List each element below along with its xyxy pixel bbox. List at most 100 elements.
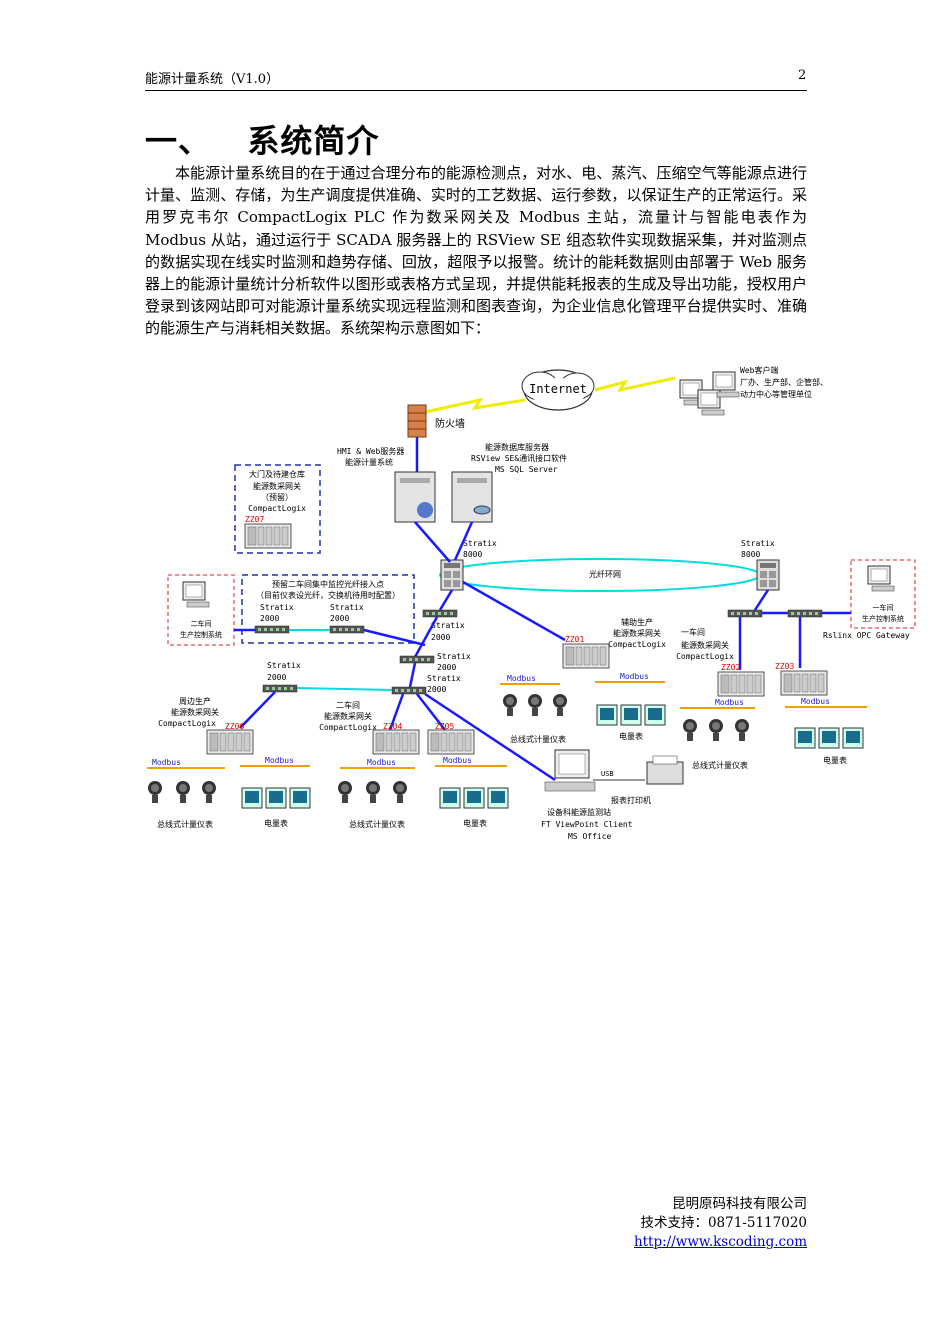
workshop2-control-label: 二车间 xyxy=(191,619,212,628)
web-clients-label: Web客户端 xyxy=(740,365,778,375)
stratix2000-left-label: Stratix xyxy=(267,661,301,670)
power-meter-ws1-2 xyxy=(818,727,840,749)
stratix2000-reserved-b xyxy=(329,625,365,634)
left-fiber-link xyxy=(296,687,393,691)
periph-gateway-label: 周边生产 xyxy=(179,696,211,706)
zz04-controller xyxy=(372,729,420,755)
power-meter-ws1-3 xyxy=(842,727,864,749)
zz01-label: ZZ01 xyxy=(565,635,584,644)
flow-meter-ws1-label: 总线式计量仪表 xyxy=(692,760,748,770)
reserved-gateway-label: 大门及待建仓库 xyxy=(249,469,305,479)
zz06-label: ZZ06 xyxy=(225,722,244,731)
section-heading: 一、 系统简介 xyxy=(145,122,380,160)
zz06-link xyxy=(239,691,276,729)
reserved-fiber-note: （目前仪表设光纤，交换机待用时配置） xyxy=(256,590,400,600)
reserved-gateway-type: 能源数采网关 xyxy=(253,481,301,491)
reserved-fiber-box xyxy=(241,574,415,644)
reserved-gateway-model: CompactLogix xyxy=(248,504,306,513)
zz02-controller xyxy=(717,671,765,697)
zz05-link xyxy=(416,693,446,731)
zz04-label: ZZ04 xyxy=(383,722,402,731)
zz07-label: ZZ07 xyxy=(245,515,264,524)
ws2-gateway-model: CompactLogix xyxy=(319,723,377,732)
page-number: 2 xyxy=(798,68,807,83)
db-server-software: RSView SE&通讯接口软件 xyxy=(471,453,567,463)
zz01-link xyxy=(462,580,566,642)
power-meter-periph-label: 电量表 xyxy=(264,818,288,828)
mid-lower-link xyxy=(408,662,417,688)
stratix2000-label-a: Stratix xyxy=(260,603,294,612)
stratix2000-mid-b-label: Stratix xyxy=(437,652,471,661)
periph-gateway-model: CompactLogix xyxy=(158,719,216,728)
power-meter-ws2-label: 电量表 xyxy=(463,818,487,828)
modbus-label-ws2-a: Modbus xyxy=(367,758,396,767)
zz03-label: ZZ03 xyxy=(775,662,794,671)
stratix2000-reserved-a xyxy=(254,625,290,634)
server-link-db xyxy=(453,521,474,561)
db-server-sql: MS SQL Server xyxy=(495,465,558,474)
printer-icon xyxy=(646,755,684,785)
station-link xyxy=(424,692,556,782)
usb-label: USB xyxy=(601,770,614,778)
flow-meter-aux-2 xyxy=(528,694,542,716)
flow-meter-periph-3 xyxy=(202,781,216,803)
db-server-icon xyxy=(451,471,493,523)
stratix8000-right-model: 8000 xyxy=(741,550,760,559)
internet-cloud: Internet xyxy=(521,369,595,411)
header-title: 能源计量系统（V1.0） xyxy=(145,72,280,87)
zz07-controller xyxy=(244,523,292,549)
stratix2000-model-b: 2000 xyxy=(330,614,349,623)
ws2-gateway-type: 能源数采网关 xyxy=(324,711,372,721)
ws1-gateway-model: CompactLogix xyxy=(676,652,734,661)
footer-url-link[interactable]: http://www.kscoding.com xyxy=(633,1234,807,1250)
stratix2000-model-a: 2000 xyxy=(260,614,279,623)
right-uplink xyxy=(753,589,770,611)
stratix2000-mid-c xyxy=(391,686,427,695)
flow-meter-ws2-3 xyxy=(393,781,407,803)
reserved-fiber-label: 预留二车间集中监控光纤接入点 xyxy=(272,579,384,589)
stratix2000-left-model: 2000 xyxy=(267,673,286,682)
hmi-server-desc: 能源计量系统 xyxy=(345,457,393,467)
power-meter-ws1-1 xyxy=(794,727,816,749)
web-clients-units-2: 动力中心等管理单位 xyxy=(740,389,812,399)
hmi-server-icon xyxy=(394,471,436,523)
workshop2-control-box xyxy=(167,574,235,646)
power-meter-ws2-1 xyxy=(439,787,461,809)
ws1-gateway-label: 一车间 xyxy=(681,627,705,637)
internet-label: Internet xyxy=(529,382,587,396)
firewall-label: 防火墙 xyxy=(435,417,465,430)
intro-paragraph: 本能源计量系统目的在于通过合理分布的能源检测点，对水、电、蒸汽、压缩空气等能源点… xyxy=(145,164,807,338)
rslinx-label: Rslinx OPC Gateway xyxy=(823,631,910,640)
fiber-ring-label: 光纤环网 xyxy=(589,569,621,579)
modbus-label-periph-b: Modbus xyxy=(265,756,294,765)
aux-gateway-model: CompactLogix xyxy=(608,640,666,649)
stratix2000-mid-a-model: 2000 xyxy=(431,633,450,642)
zz04-link xyxy=(388,693,405,731)
hmi-server-label: HMI & Web服务器 xyxy=(337,446,404,456)
mid-uplink xyxy=(438,589,454,611)
station-office: MS Office xyxy=(568,832,612,841)
power-meter-periph-3 xyxy=(289,787,311,809)
stratix2000-mid-b-model: 2000 xyxy=(437,663,456,672)
modbus-label-aux-a: Modbus xyxy=(507,674,536,683)
ws1-gateway-type: 能源数采网关 xyxy=(681,640,729,650)
stratix2000-mid-b xyxy=(399,655,435,664)
stratix2000-ws1-a xyxy=(727,609,763,618)
stratix2000-mid-a xyxy=(422,609,458,618)
zz02-label: ZZ02 xyxy=(721,663,740,672)
reserved-gateway-box xyxy=(234,464,321,554)
flow-meter-ws2-1 xyxy=(338,781,352,803)
stratix2000-left xyxy=(262,684,298,693)
power-meter-periph-1 xyxy=(241,787,263,809)
stratix8000-left-label: Stratix xyxy=(463,539,497,548)
workshop2-control-pc xyxy=(182,581,210,608)
stratix2000-mid-c-label: Stratix xyxy=(427,674,461,683)
modbus-label-ws2-b: Modbus xyxy=(443,756,472,765)
power-meter-ws2-2 xyxy=(463,787,485,809)
flow-meter-aux-1 xyxy=(503,694,517,716)
workshop2-control-desc: 生产控制系统 xyxy=(180,630,222,639)
modbus-label-periph-a: Modbus xyxy=(152,758,181,767)
mid-downlink xyxy=(413,616,439,658)
modbus-label-ws1-b: Modbus xyxy=(801,697,830,706)
wan-link-firewall xyxy=(424,397,526,414)
